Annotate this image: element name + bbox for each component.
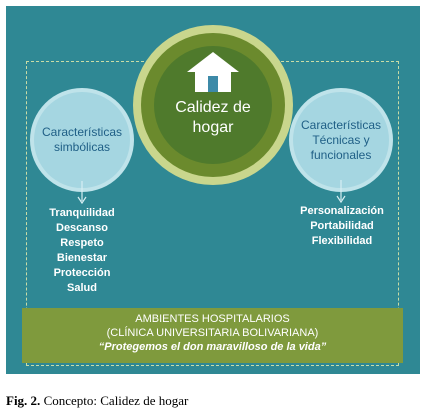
- list-item: Descanso: [56, 222, 108, 234]
- list-item: Flexibilidad: [311, 235, 373, 247]
- figure-caption: Fig. 2. Concepto: Calidez de hogar: [6, 393, 188, 409]
- list-item: Bienestar: [56, 252, 108, 264]
- band-slogan: “Protegemos el don maravilloso de la vid…: [98, 341, 327, 353]
- right-list: Personalización Portabilidad Flexibilida…: [286, 204, 398, 249]
- band-title: AMBIENTES HOSPITALARIOS: [135, 313, 290, 325]
- bottom-band: AMBIENTES HOSPITALARIOS (CLÍNICA UNIVERS…: [22, 308, 403, 363]
- center-title: Calidez de hogar: [175, 99, 251, 136]
- down-arrow-icon: [77, 181, 87, 205]
- list-item: Tranquilidad: [49, 207, 115, 219]
- down-arrow-icon: [336, 180, 346, 204]
- list-item: Salud: [67, 282, 97, 294]
- list-item: Personalización: [300, 205, 384, 217]
- left-circle-label: Características simbólicas: [42, 125, 123, 154]
- caption-text: Concepto: Calidez de hogar: [40, 393, 189, 408]
- right-circle: Características Técnicas y funcionales: [293, 92, 389, 188]
- list-item: Protección: [53, 267, 111, 279]
- house-icon: [187, 52, 239, 92]
- list-item: Respeto: [60, 237, 104, 249]
- caption-label: Fig. 2.: [6, 393, 41, 408]
- list-item: Portabilidad: [310, 220, 374, 232]
- left-circle: Características simbólicas: [34, 92, 130, 188]
- band-subtitle: (CLÍNICA UNIVERSITARIA BOLIVARIANA): [106, 327, 319, 339]
- right-circle-label: Características Técnicas y funcionales: [300, 117, 382, 162]
- left-list: Tranquilidad Descanso Respeto Bienestar …: [34, 206, 130, 296]
